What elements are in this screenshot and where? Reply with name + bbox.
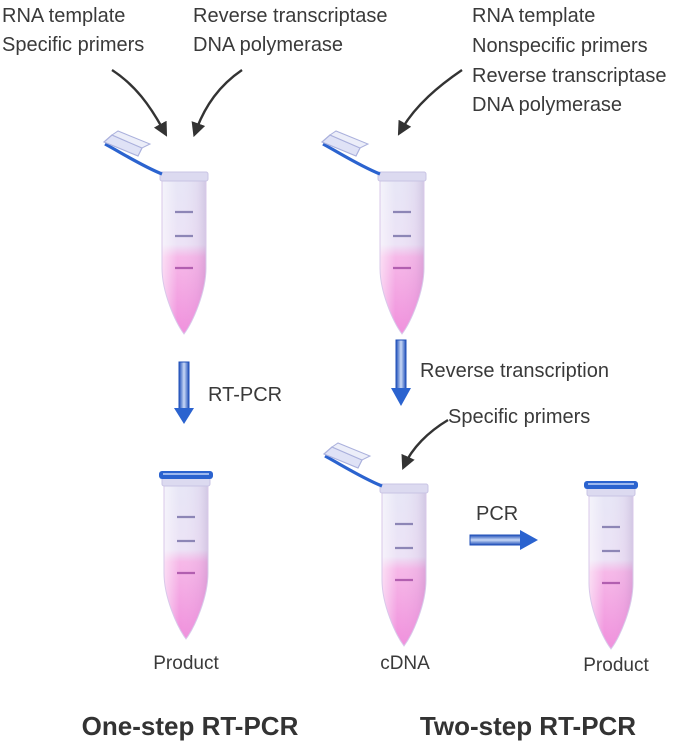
one-step-input-specific-primers: Specific primers bbox=[2, 34, 144, 56]
one-step-left-inputs-arrow bbox=[111, 68, 168, 137]
two-step-input-dna-polymerase: DNA polymerase bbox=[472, 94, 622, 116]
two-step-cdna-label: cDNA bbox=[380, 653, 430, 674]
two-step-specific-primers-arrow bbox=[401, 418, 449, 470]
two-step-product-tube bbox=[584, 481, 638, 651]
two-step-input-reverse-transcriptase: Reverse transcriptase bbox=[472, 65, 667, 87]
two-step-pcr-arrow bbox=[469, 530, 538, 550]
two-step-inputs-arrow bbox=[397, 69, 463, 136]
two-step-product-label: Product bbox=[583, 655, 649, 676]
one-step-section: RNA template Specific primers Reverse tr… bbox=[2, 5, 388, 741]
one-step-title: One-step RT-PCR bbox=[82, 711, 299, 741]
two-step-pcr-label: PCR bbox=[476, 503, 518, 525]
one-step-product-tube bbox=[159, 471, 213, 641]
one-step-reaction-tube bbox=[102, 129, 210, 336]
two-step-cdna-tube bbox=[322, 441, 430, 648]
two-step-reaction-tube bbox=[320, 129, 428, 336]
two-step-reverse-transcription-label: Reverse transcription bbox=[420, 360, 609, 382]
one-step-input-rna-template: RNA template bbox=[2, 5, 125, 27]
one-step-rt-pcr-label: RT-PCR bbox=[208, 384, 282, 406]
two-step-title: Two-step RT-PCR bbox=[420, 711, 636, 741]
one-step-right-inputs-arrow bbox=[191, 69, 243, 138]
one-step-input-reverse-transcriptase: Reverse transcriptase bbox=[193, 5, 388, 27]
two-step-reverse-transcription-arrow bbox=[391, 339, 411, 406]
one-step-rt-pcr-arrow bbox=[174, 361, 194, 424]
two-step-input-nonspecific-primers: Nonspecific primers bbox=[472, 35, 648, 57]
two-step-specific-primers-label: Specific primers bbox=[448, 406, 590, 428]
one-step-product-label: Product bbox=[153, 653, 219, 674]
two-step-input-rna-template: RNA template bbox=[472, 5, 595, 27]
one-step-input-dna-polymerase: DNA polymerase bbox=[193, 34, 343, 56]
two-step-section: RNA template Nonspecific primers Reverse… bbox=[320, 5, 667, 741]
